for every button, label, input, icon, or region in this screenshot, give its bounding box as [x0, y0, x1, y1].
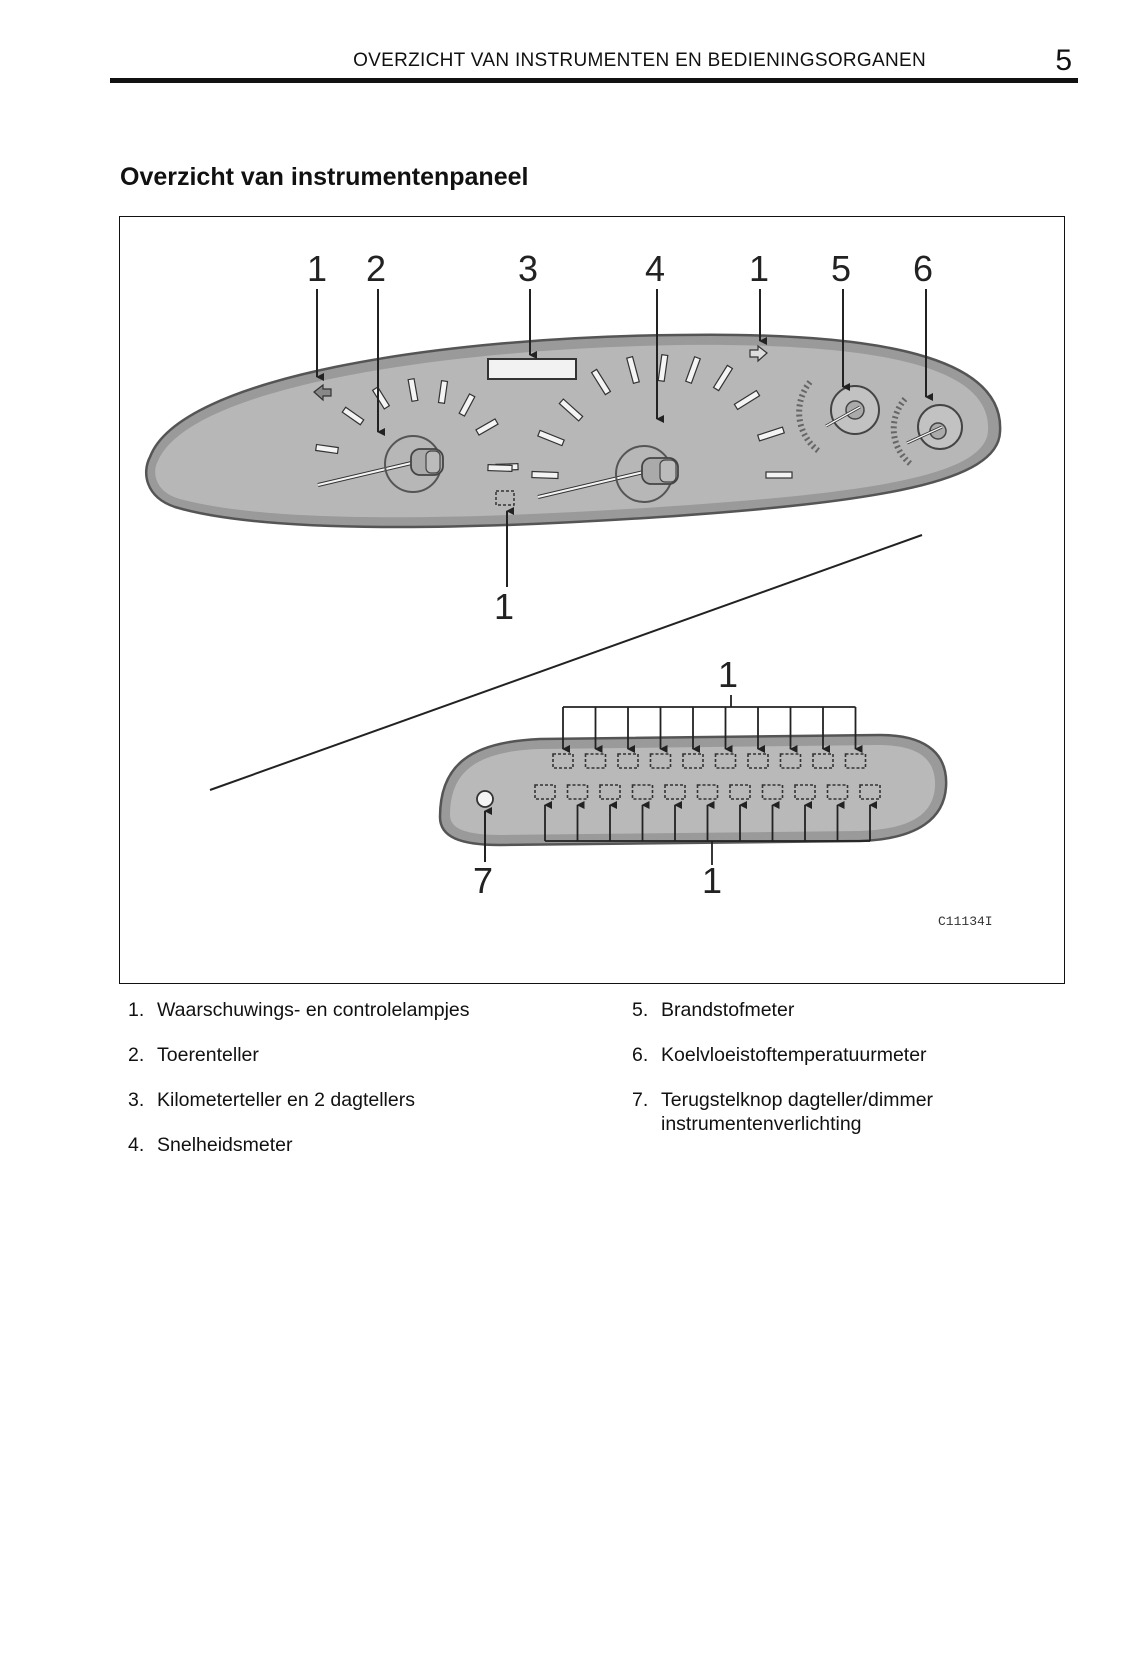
warning-lamp [584, 753, 607, 769]
figure-code: C11134I [938, 914, 993, 929]
warning-lamp [534, 784, 556, 800]
warning-lamp [859, 784, 881, 800]
callout-6: 6 [913, 248, 933, 289]
warning-lamp [682, 753, 704, 769]
warning-lamp [844, 753, 867, 769]
running-head: OVERZICHT VAN INSTRUMENTEN EN BEDIENINGS… [110, 44, 1078, 86]
running-title: OVERZICHT VAN INSTRUMENTEN EN BEDIENINGS… [353, 50, 926, 71]
legend-item: 4. Snelheidsmeter [128, 1133, 608, 1157]
instrument-panel-illustration: 1 2 3 4 1 5 6 1 1 1 7 C11134I [145, 248, 1002, 929]
callout-5: 5 [831, 248, 851, 289]
page-number: 5 [1055, 44, 1072, 77]
warning-lamp [812, 753, 834, 769]
legend-item: 2. Toerenteller [128, 1043, 608, 1067]
legend-item: 3. Kilometerteller en 2 dagtellers [128, 1088, 608, 1112]
warning-lamp [552, 753, 574, 769]
section-title: Overzicht van instrumentenpaneel [120, 163, 529, 191]
warning-lamp [649, 753, 672, 769]
legend-item: 6. Koelvloeistoftemperatuurmeter [632, 1043, 1062, 1067]
legend-number: 1. [128, 999, 145, 1021]
legend-text: Toerenteller [157, 1044, 259, 1066]
warning-lamp [761, 784, 784, 800]
legend-text: Brandstofmeter [661, 999, 795, 1021]
legend-number: 7. [632, 1089, 649, 1111]
header-rule [110, 78, 1078, 83]
warning-lamp [779, 753, 802, 769]
legend-number: 3. [128, 1089, 145, 1111]
main-cluster [145, 333, 1002, 529]
warning-lamp [714, 753, 737, 769]
legend-text: Snelheidsmeter [157, 1134, 293, 1156]
legend-item: 7. Terugstelknop dagteller/dimmer instru… [632, 1088, 1062, 1136]
legend-number: 5. [632, 999, 649, 1021]
callout-1-strip-bottom: 1 [702, 860, 722, 901]
warning-lamp [794, 784, 816, 800]
callout-7: 7 [473, 860, 493, 901]
callout-4: 4 [645, 248, 665, 289]
callout-2: 2 [366, 248, 386, 289]
warning-lamp [696, 784, 719, 800]
legend-text: Waarschuwings- en controlelampjes [157, 999, 470, 1021]
callout-1-center: 1 [494, 586, 514, 627]
warning-lamp [566, 784, 589, 800]
callout-1-left: 1 [307, 248, 327, 289]
warning-lamp-strip [438, 695, 948, 865]
warning-lamp [631, 784, 654, 800]
legend-text: Kilometerteller en 2 dagtellers [157, 1089, 415, 1111]
instrument-panel-figure: 1 2 3 4 1 5 6 1 1 1 7 C11134I [119, 216, 1065, 984]
callout-3: 3 [518, 248, 538, 289]
legend-number: 6. [632, 1044, 649, 1066]
legend-number: 2. [128, 1044, 145, 1066]
warning-lamp [729, 784, 751, 800]
warning-lamp [747, 753, 769, 769]
legend-number: 4. [128, 1134, 145, 1156]
warning-lamp [599, 784, 621, 800]
legend-left: 1. Waarschuwings- en controlelampjes 2. … [128, 998, 608, 1178]
legend-text: Terugstelknop dagteller/dimmer instrumen… [661, 1089, 934, 1135]
legend-item: 1. Waarschuwings- en controlelampjes [128, 998, 608, 1022]
warning-lamp [617, 753, 639, 769]
callout-1-right: 1 [749, 248, 769, 289]
warning-lamp [664, 784, 686, 800]
warning-lamp [826, 784, 849, 800]
legend-text: Koelvloeistoftemperatuurmeter [661, 1044, 927, 1066]
legend-right: 5. Brandstofmeter 6. Koelvloeistoftemper… [632, 998, 1062, 1157]
callout-1-strip-top: 1 [718, 654, 738, 695]
legend-item: 5. Brandstofmeter [632, 998, 1062, 1022]
